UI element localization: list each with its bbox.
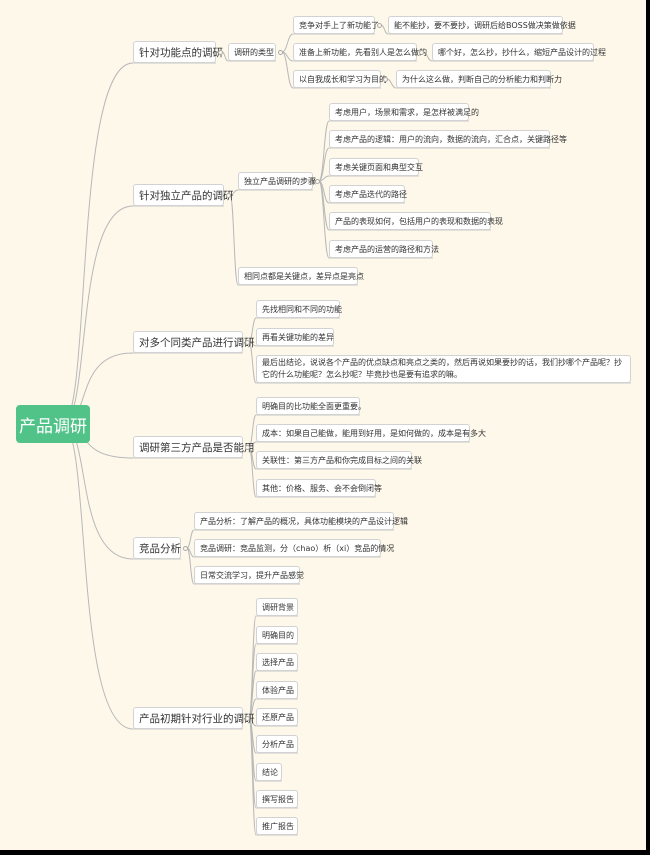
connector-line [248, 717, 257, 836]
connector-line [386, 78, 397, 89]
connector-line [318, 147, 330, 182]
collapse-toggle-icon[interactable] [218, 49, 223, 55]
node-cost[interactable]: 成本：如果自己能做，能用到好用，是如何做的，成本是有多大 [256, 424, 486, 442]
node-conclusion[interactable]: 最后出结论，说说各个产品的优点缺点和亮点之类的，然后再说如果要抄的话，我们抄哪个… [256, 355, 631, 383]
collapse-toggle-icon[interactable] [383, 76, 388, 82]
node-prepare-new-feature[interactable]: 准备上新功能，先看别人是怎么做的 [293, 43, 427, 61]
branch-industry-research[interactable]: 产品初期针对行业的调研 [133, 707, 255, 729]
node-self-growth[interactable]: 以自我成长和学习为目的 [293, 70, 387, 88]
collapse-toggle-icon[interactable] [315, 178, 320, 184]
node-promote-report[interactable]: 推广报告 [256, 817, 298, 835]
node-same-and-diff[interactable]: 相同点都是关键点，差异点是亮点 [238, 267, 364, 285]
connector-line [248, 446, 257, 498]
collapse-toggle-icon[interactable] [245, 444, 250, 450]
collapse-toggle-icon[interactable] [183, 545, 188, 551]
node-other[interactable]: 其他：价格、服务、会不会倒闭等 [256, 479, 382, 497]
collapse-toggle-icon[interactable] [419, 49, 424, 55]
connector-line [380, 24, 389, 35]
node-find-diff[interactable]: 先找相同和不同的功能 [256, 300, 342, 318]
node-experience-product[interactable]: 体验产品 [256, 681, 298, 699]
node-write-report[interactable]: 撰写报告 [256, 790, 298, 808]
connector-line [318, 120, 330, 182]
connector-line [61, 423, 134, 730]
node-competitor-new-feature[interactable]: 竞争对手上了新功能了 [293, 16, 379, 34]
node-step-users[interactable]: 考虑用户，场景和需求，是怎样被满足的 [329, 103, 479, 121]
node-judge-ability[interactable]: 为什么这么做，判断自己的分析能力和判断力 [396, 70, 562, 88]
branch-third-party[interactable]: 调研第三方产品是否能用 [133, 436, 255, 458]
collapse-toggle-icon[interactable] [226, 192, 231, 198]
node-daily-learning[interactable]: 日常交流学习，提升产品感觉 [194, 566, 304, 584]
connector-line [281, 33, 294, 53]
node-purpose-first[interactable]: 明确目的比功能全面更重要。 [256, 397, 366, 415]
node-relevance[interactable]: 关联性：第三方产品和你完成目标之间的关联 [256, 451, 422, 469]
node-competitor-monitor[interactable]: 竞品调研：竞品监测，分（chao）析（xi）竞品的情况 [194, 539, 394, 557]
node-clarify-goal[interactable]: 明确目的 [256, 626, 298, 644]
connector-line [61, 205, 134, 425]
connector-line [422, 51, 433, 62]
branch-competitive-analysis[interactable]: 竞品分析 [133, 537, 181, 559]
node-product-analysis[interactable]: 产品分析：了解产品的概况，具体功能模块的产品设计逻辑 [194, 512, 408, 530]
node-key-diff[interactable]: 再看关键功能的差异 [256, 328, 334, 346]
node-analyze-product[interactable]: 分析产品 [256, 735, 298, 753]
node-select-product[interactable]: 选择产品 [256, 653, 298, 671]
connector-line [281, 51, 294, 89]
node-restore-product[interactable]: 还原产品 [256, 708, 298, 726]
node-shorten-design[interactable]: 哪个好，怎么抄，抄什么，缩短产品设计的过程 [432, 43, 606, 61]
collapse-toggle-icon[interactable] [245, 339, 250, 345]
node-background[interactable]: 调研背景 [256, 598, 298, 616]
branch-feature-research[interactable]: 针对功能点的调研 [133, 41, 223, 63]
node-standalone-steps[interactable]: 独立产品调研的步骤 [238, 172, 316, 190]
collapse-toggle-icon[interactable] [377, 22, 382, 28]
node-step-pages[interactable]: 考虑关键页面和典型交互 [329, 158, 423, 176]
node-research-types[interactable]: 调研的类型 [228, 43, 276, 61]
connector-line [229, 194, 239, 286]
node-step-iteration[interactable]: 考虑产品迭代的路径 [329, 185, 407, 203]
connector-line [186, 529, 195, 549]
branch-multi-product[interactable]: 对多个同类产品进行调研 [133, 331, 255, 353]
node-step-performance[interactable]: 产品的表现如何，包括用户的表现和数据的表现 [329, 212, 503, 230]
connector-line [318, 180, 330, 259]
node-verdict[interactable]: 结论 [256, 763, 282, 781]
connector-line [318, 175, 330, 182]
node-step-logic[interactable]: 考虑产品的逻辑：用户的流向，数据的流向，汇合点，关键路径等 [329, 130, 567, 148]
root-node[interactable]: 产品调研 [16, 405, 90, 443]
branch-standalone-product[interactable]: 针对独立产品的调研 [133, 184, 234, 206]
node-decision-basis[interactable]: 能不能抄，要不要抄，调研后给BOSS做决策做依据 [388, 16, 576, 34]
connector-line [248, 615, 257, 719]
node-step-operations[interactable]: 考虑产品的运营的路径和方法 [329, 240, 439, 258]
connector-line [61, 62, 134, 425]
collapse-toggle-icon[interactable] [278, 49, 283, 55]
collapse-toggle-icon[interactable] [245, 715, 250, 721]
